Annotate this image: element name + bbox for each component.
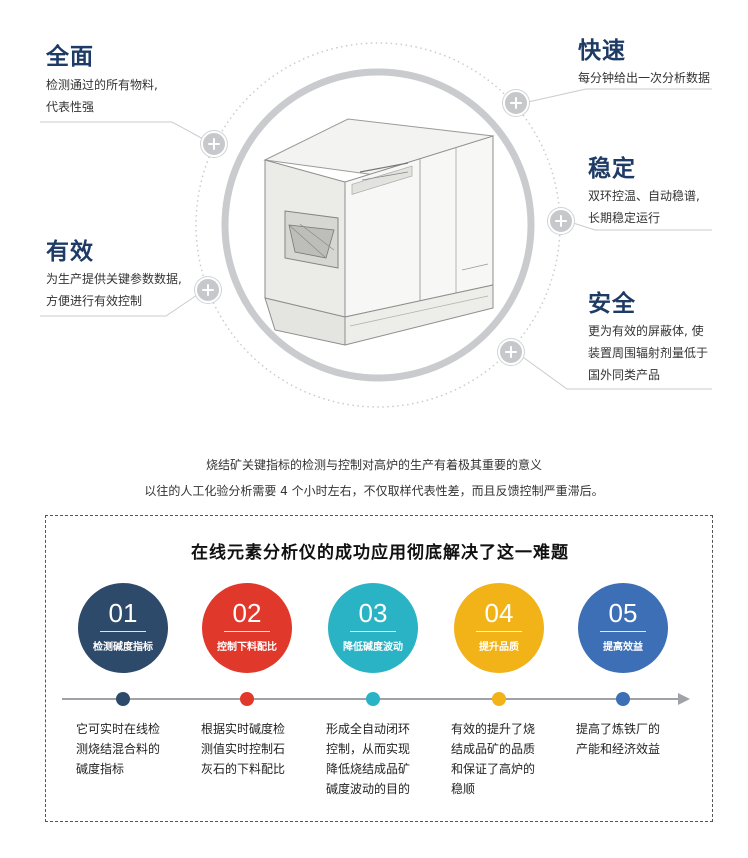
feature-anquan: 安全 更为有效的屏蔽体, 使 装置周围辐射剂量低于 国外同类产品 xyxy=(588,290,708,386)
timeline-dot-05 xyxy=(616,692,630,706)
arrow-right-icon xyxy=(678,693,690,705)
step-desc-04: 有效的提升了烧 结成品矿的品质 和保证了高炉的 稳顺 xyxy=(451,719,551,799)
step-desc-line: 碱度波动的目的 xyxy=(326,782,411,796)
step-desc-line: 碱度指标 xyxy=(76,762,125,776)
step-divider xyxy=(100,631,146,632)
feature-title: 安全 xyxy=(588,291,636,317)
step-label: 控制下料配比 xyxy=(217,642,277,653)
feature-desc-line: 装置周围辐射剂量低于 xyxy=(588,346,709,360)
feature-youxiao: 有效 为生产提供关键参数数据, 方便进行有效控制 xyxy=(46,238,182,312)
timeline-dot-04 xyxy=(492,692,506,706)
timeline-dot-01 xyxy=(116,692,130,706)
step-divider xyxy=(600,631,646,632)
step-desc-line: 和保证了高炉的 xyxy=(451,762,536,776)
feature-diagram xyxy=(40,42,712,408)
timeline-dot-03 xyxy=(366,692,380,706)
feature-kuaisu: 快速 每分钟给出一次分析数据 xyxy=(578,37,710,89)
step-circle-05: 05 提高效益 xyxy=(578,583,668,673)
step-label: 降低碱度波动 xyxy=(343,642,403,653)
feature-desc-line: 方便进行有效控制 xyxy=(46,294,143,308)
step-number: 03 xyxy=(358,598,388,628)
step-desc-line: 形成全自动闭环 xyxy=(326,722,411,736)
solution-box: 在线元素分析仪的成功应用彻底解决了这一难题 01 检测碱度指标 02 控制下料配… xyxy=(45,515,713,822)
feature-quanmian: 全面 检测通过的所有物料, 代表性强 xyxy=(46,43,158,118)
step-desc-line: 降低烧结成品矿 xyxy=(326,762,411,776)
step-desc-line: 测烧结混合料的 xyxy=(76,742,161,756)
intro-line-2: 以往的人工化验分析需要 4 个小时左右，不仅取样代表性差，而且反馈控制严重滞后。 xyxy=(144,484,604,498)
step-desc-line: 它可实时在线检 xyxy=(76,722,161,736)
plus-icon-wending[interactable] xyxy=(548,208,574,234)
step-number: 02 xyxy=(232,598,262,628)
analyzer-illustration xyxy=(263,118,495,346)
plus-icon-kuaisu[interactable] xyxy=(503,90,529,116)
step-desc-03: 形成全自动闭环 控制，从而实现 降低烧结成品矿 碱度波动的目的 xyxy=(326,719,426,799)
plus-icon-anquan[interactable] xyxy=(498,339,524,365)
feature-wending: 稳定 双环控温、自动稳谱, 长期稳定运行 xyxy=(588,155,700,229)
step-desc-05: 提高了炼铁厂的 产能和经济效益 xyxy=(576,719,676,759)
step-label: 检测碱度指标 xyxy=(93,642,153,653)
solution-title: 在线元素分析仪的成功应用彻底解决了这一难题 xyxy=(191,543,569,563)
feature-title: 稳定 xyxy=(588,156,636,182)
step-desc-line: 结成品矿的品质 xyxy=(451,742,536,756)
step-number: 04 xyxy=(484,598,514,628)
step-label: 提高效益 xyxy=(603,642,643,653)
feature-desc-line: 为生产提供关键参数数据, xyxy=(46,272,182,286)
feature-desc-line: 更为有效的屏蔽体, 使 xyxy=(588,324,704,338)
feature-desc-line: 国外同类产品 xyxy=(588,368,661,382)
feature-desc-line: 代表性强 xyxy=(46,100,95,114)
inner-ring xyxy=(221,68,535,382)
feature-desc-line: 检测通过的所有物料, xyxy=(46,78,158,92)
step-desc-line: 根据实时碱度检 xyxy=(201,722,286,736)
step-number: 01 xyxy=(108,598,138,628)
step-number: 05 xyxy=(608,598,638,628)
step-desc-line: 产能和经济效益 xyxy=(576,742,661,756)
step-desc-line: 稳顺 xyxy=(451,782,476,796)
step-circle-02: 02 控制下料配比 xyxy=(202,583,292,673)
feature-desc-line: 长期稳定运行 xyxy=(588,211,661,225)
feature-title: 全面 xyxy=(46,44,94,70)
plus-icon-quanmian[interactable] xyxy=(201,131,227,157)
step-circle-01: 01 检测碱度指标 xyxy=(78,583,168,673)
step-desc-line: 提高了炼铁厂的 xyxy=(576,722,661,736)
step-divider xyxy=(224,631,270,632)
intro-line-1: 烧结矿关键指标的检测与控制对高炉的生产有着极其重要的意义 xyxy=(205,458,542,472)
step-circle-03: 03 降低碱度波动 xyxy=(328,583,418,673)
connector-lines xyxy=(40,88,712,390)
step-divider xyxy=(476,631,522,632)
step-circle-04: 04 提升品质 xyxy=(454,583,544,673)
step-desc-line: 测值实时控制石 xyxy=(201,742,286,756)
step-desc-02: 根据实时碱度检 测值实时控制石 灰石的下料配比 xyxy=(201,719,301,779)
feature-title: 快速 xyxy=(578,38,626,64)
timeline-dot-02 xyxy=(240,692,254,706)
step-desc-line: 控制，从而实现 xyxy=(326,742,411,756)
step-label: 提升品质 xyxy=(479,642,519,653)
step-desc-line: 有效的提升了烧 xyxy=(451,722,536,736)
feature-title: 有效 xyxy=(46,239,94,265)
feature-desc-line: 双环控温、自动稳谱, xyxy=(588,189,700,203)
step-desc-line: 灰石的下料配比 xyxy=(201,762,286,776)
step-desc-01: 它可实时在线检 测烧结混合料的 碱度指标 xyxy=(76,719,176,779)
feature-desc-line: 每分钟给出一次分析数据 xyxy=(578,71,711,85)
plus-icon-youxiao[interactable] xyxy=(195,277,221,303)
step-divider xyxy=(350,631,396,632)
